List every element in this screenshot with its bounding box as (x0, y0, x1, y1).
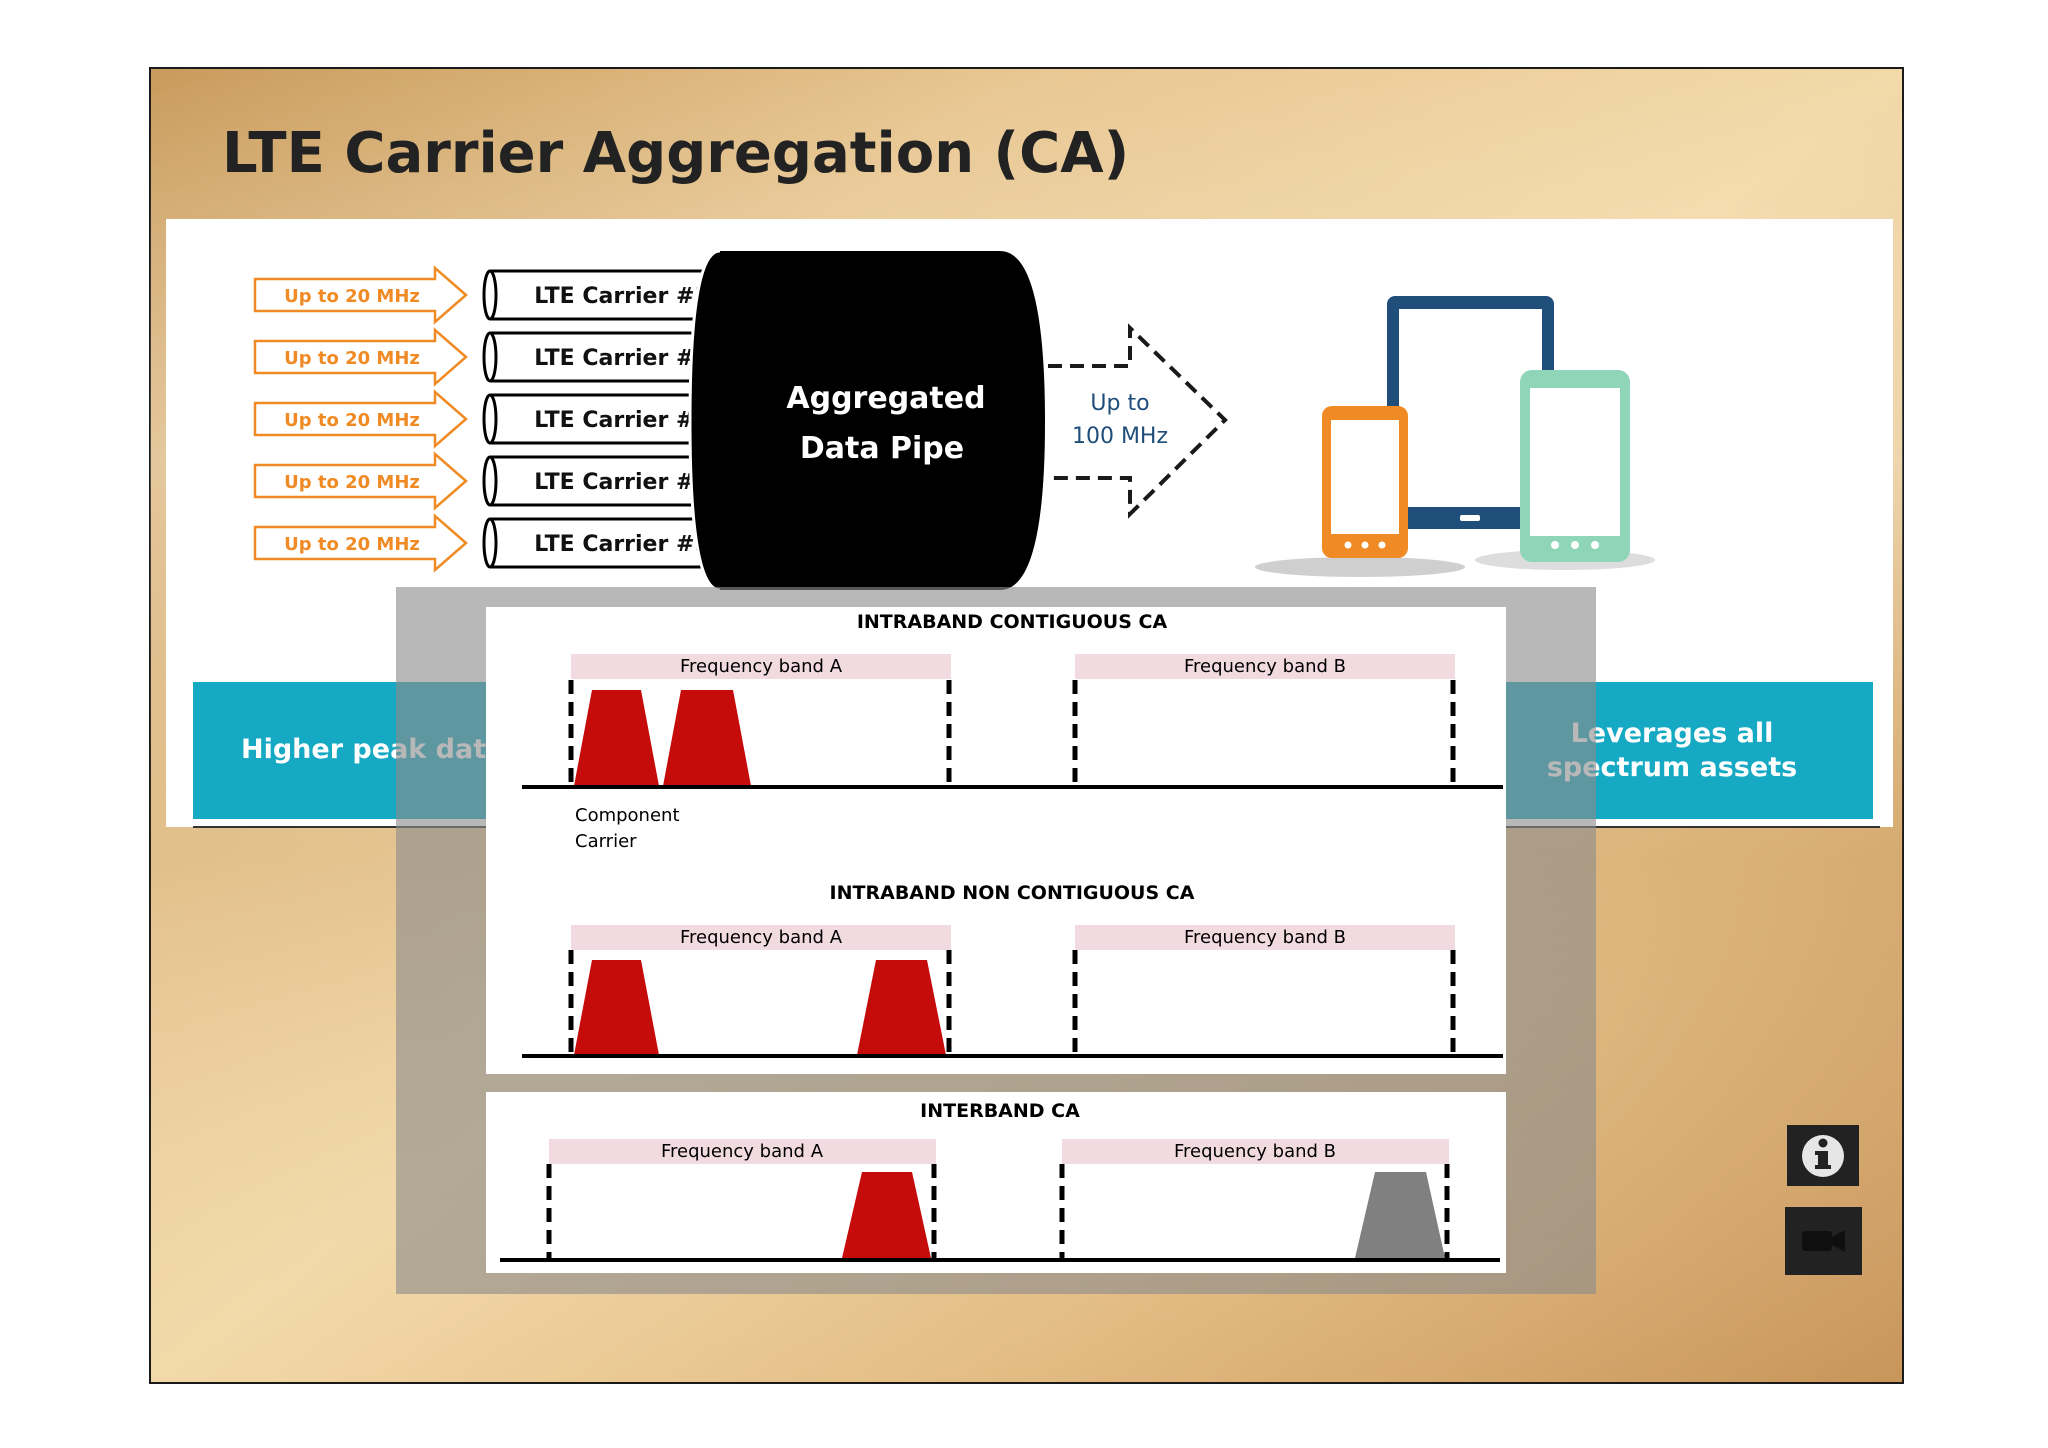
band-b-label: Frequency band B (1174, 1141, 1336, 1162)
output-label-line1: Up to (1090, 391, 1149, 416)
band-b-header (1075, 654, 1455, 679)
interband-title: INTERBAND CA (920, 1100, 1080, 1122)
component-carrier-1 (574, 690, 659, 786)
input-arrow-label: Up to 20 MHz (284, 410, 420, 431)
pipe-label-line2: Data Pipe (800, 431, 964, 466)
camera-button[interactable] (1785, 1207, 1862, 1275)
input-arrow: Up to 20 MHz (253, 389, 468, 449)
input-arrow-label: Up to 20 MHz (284, 286, 420, 307)
component-carrier-2 (663, 690, 751, 786)
carrier-tube: LTE Carrier #5 (482, 517, 747, 569)
carrier-label: LTE Carrier #4 (534, 470, 709, 495)
output-arrow: Up to 100 MHz (1048, 323, 1228, 519)
carrier-tube: LTE Carrier #1 (482, 269, 747, 321)
intraband-non-contiguous-title: INTRABAND NON CONTIGUOUS CA (830, 882, 1195, 904)
interband-diagram: INTERBAND CA Frequency band A Frequency … (500, 1100, 1500, 1262)
carrier-label: LTE Carrier #1 (534, 284, 709, 309)
band-b-header (1062, 1139, 1449, 1164)
carrier-tube: LTE Carrier #2 (482, 331, 747, 383)
carrier-label: LTE Carrier #5 (534, 532, 709, 557)
input-arrow-label: Up to 20 MHz (284, 348, 420, 369)
component-carrier-1 (574, 960, 659, 1055)
band-b-header (1075, 925, 1455, 950)
carrier-label: LTE Carrier #3 (534, 408, 709, 433)
input-arrow: Up to 20 MHz (253, 265, 468, 325)
band-a-header (549, 1139, 936, 1164)
intraband-contiguous-diagram: INTRABAND CONTIGUOUS CA Frequency band A… (522, 611, 1503, 852)
band-b-label: Frequency band B (1184, 656, 1346, 677)
carrier-label: LTE Carrier #2 (534, 346, 709, 371)
ca-box-intraband (486, 607, 1506, 1074)
input-arrow: Up to 20 MHz (253, 327, 468, 387)
component-carrier-band-a (842, 1172, 931, 1258)
intraband-contiguous-title: INTRABAND CONTIGUOUS CA (857, 611, 1168, 633)
component-carrier-note-line2: Carrier (575, 831, 637, 852)
ca-box-interband (486, 1092, 1506, 1273)
band-a-label: Frequency band A (661, 1141, 824, 1162)
banner-right-line1: Leverages all (1571, 718, 1774, 749)
input-arrow: Up to 20 MHz (253, 451, 468, 511)
intraband-non-contiguous-diagram: INTRABAND NON CONTIGUOUS CA Frequency ba… (522, 882, 1503, 1058)
carrier-tube: LTE Carrier #3 (482, 393, 747, 445)
component-carrier-2 (857, 960, 946, 1055)
band-a-label: Frequency band A (680, 656, 843, 677)
output-label-line2: 100 MHz (1072, 424, 1168, 449)
video-camera-icon (1802, 1230, 1845, 1252)
aggregated-pipe: Aggregated Data Pipe (688, 249, 1045, 592)
band-a-header (571, 925, 951, 950)
input-arrow-label: Up to 20 MHz (284, 534, 420, 555)
info-button[interactable] (1787, 1125, 1859, 1186)
pipe-label-line1: Aggregated (786, 381, 985, 416)
slide-title: LTE Carrier Aggregation (CA) (222, 121, 1129, 186)
band-a-label: Frequency band A (680, 927, 843, 948)
band-b-label: Frequency band B (1184, 927, 1346, 948)
input-arrow-label: Up to 20 MHz (284, 472, 420, 493)
input-arrows: Up to 20 MHz Up to 20 MHz Up to 20 MHz Up t… (253, 265, 468, 573)
input-arrow: Up to 20 MHz (253, 513, 468, 573)
component-carrier-note-line1: Component (575, 805, 680, 826)
band-a-header (571, 654, 951, 679)
info-icon (1802, 1135, 1844, 1177)
component-carrier-band-b (1355, 1172, 1445, 1258)
devices-illustration (1255, 296, 1655, 577)
